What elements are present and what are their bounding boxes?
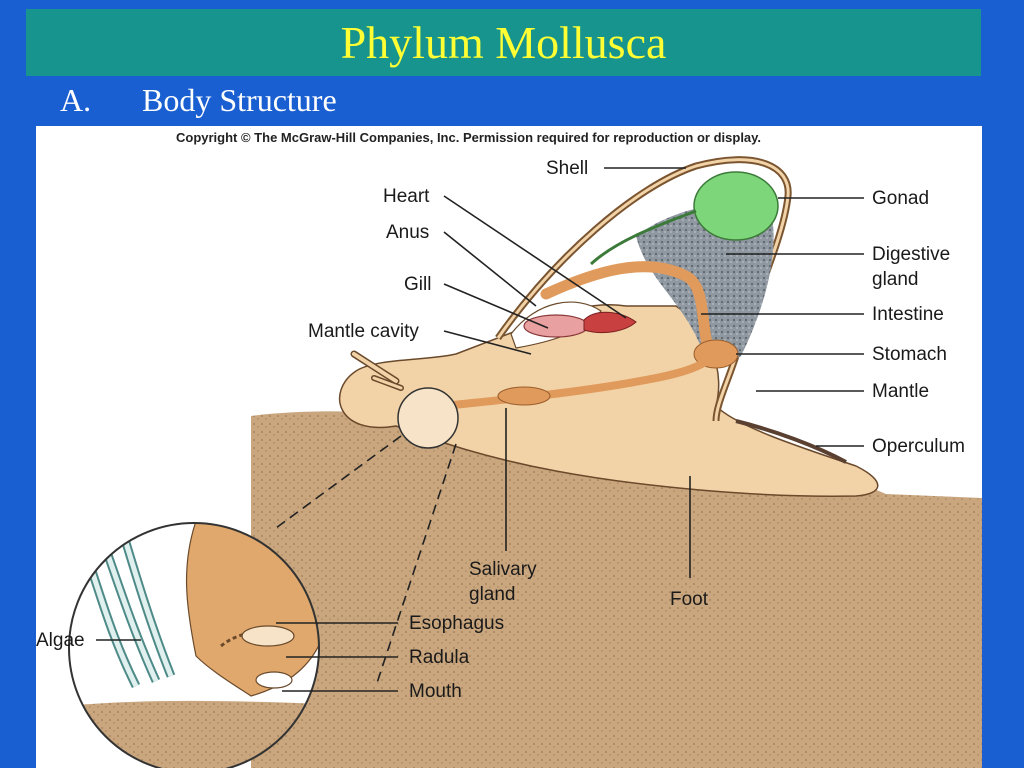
label-foot: Foot — [670, 589, 709, 610]
inset-connector — [275, 435, 402, 529]
subheading-text: Body Structure — [142, 82, 337, 118]
head-inset-marker — [397, 387, 459, 449]
gonad — [693, 171, 779, 241]
label-heart: Heart — [383, 186, 430, 207]
digestive-gland — [636, 204, 774, 361]
label-digestive-gland: Digestive — [872, 244, 950, 265]
heart-leader — [443, 195, 627, 319]
esophagus-tube — [425, 354, 714, 412]
label-operculum: Operculum — [872, 436, 965, 457]
label-shell: Shell — [546, 158, 588, 179]
gonoduct — [589, 209, 697, 266]
label-mouth: Mouth — [409, 681, 462, 702]
snail-anatomy-figure: Copyright © The McGraw-Hill Companies, I… — [36, 126, 982, 768]
snail-body — [338, 303, 879, 497]
label-salivary-gland: Salivary — [469, 559, 537, 580]
gill — [523, 314, 589, 338]
tentacle — [372, 376, 403, 390]
title-bar: Phylum Mollusca — [26, 9, 981, 76]
label-gill: Gill — [404, 274, 431, 295]
salivary-gland — [497, 386, 551, 406]
gill-leader — [443, 283, 549, 329]
heart — [583, 311, 637, 334]
anatomy-diagram: Copyright © The McGraw-Hill Companies, I… — [36, 130, 982, 768]
label-esophagus: Esophagus — [409, 613, 504, 634]
subheading-marker: A. — [60, 82, 92, 118]
label-intestine: Intestine — [872, 304, 944, 325]
substrate — [251, 411, 982, 768]
tentacle — [352, 352, 398, 383]
label-anus: Anus — [386, 222, 429, 243]
inset-connector — [375, 443, 457, 687]
operculum-plate — [735, 419, 847, 464]
copyright-notice: Copyright © The McGraw-Hill Companies, I… — [176, 130, 761, 145]
label-radula: Radula — [409, 647, 470, 668]
label-mantle: Mantle — [872, 381, 929, 402]
label-gonad: Gonad — [872, 188, 929, 209]
label-digestive-gland-line2: gland — [872, 269, 919, 290]
label-mantle-cavity: Mantle cavity — [308, 321, 419, 342]
label-salivary-gland-line2: gland — [469, 584, 516, 605]
intestine — [540, 261, 714, 352]
inset-border — [68, 522, 320, 768]
label-stomach: Stomach — [872, 344, 947, 365]
slide-title: Phylum Mollusca — [340, 17, 667, 68]
label-algae: Algae — [36, 630, 85, 651]
mantle-cavity-leader — [443, 330, 532, 355]
slide-subheading: A. Body Structure — [60, 80, 337, 120]
anus-leader — [443, 231, 537, 307]
